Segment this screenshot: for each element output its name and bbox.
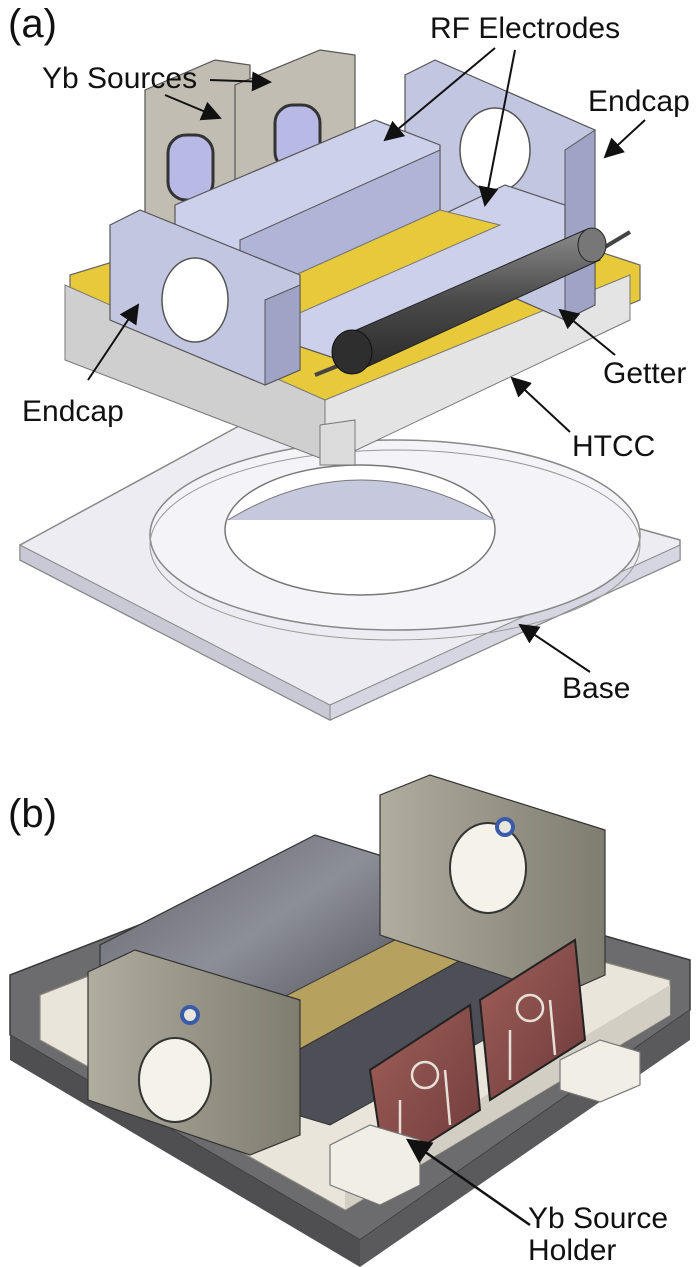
photo-yb-source-holder: [329, 1124, 421, 1206]
panel-a-cad-drawing: (a) Yb Sources RF Electrodes Endcap Endc…: [8, 2, 690, 721]
device-photo: [9, 774, 691, 1267]
callout-arrows: [87, 47, 646, 673]
label-getter: Getter: [603, 357, 687, 390]
cad-drawing: [19, 47, 681, 721]
label-rf-electrodes: RF Electrodes: [430, 12, 621, 45]
photo-screw-left: [180, 1005, 200, 1025]
getter-cylinder: [314, 227, 632, 377]
label-endcap-left: Endcap: [22, 395, 124, 428]
photo-endcap-left-hole: [138, 1037, 212, 1123]
endcap-left: [109, 209, 301, 386]
label-base: Base: [562, 672, 631, 705]
label-yb-source-holder: Yb Source Holder: [528, 1202, 669, 1267]
label-htcc: HTCC: [572, 430, 656, 463]
photo-endcap-right-hole: [449, 822, 527, 914]
base-plate: [19, 419, 681, 721]
label-yb-sources: Yb Sources: [42, 62, 198, 95]
callout-arrow-holder: [405, 1138, 531, 1227]
photo-yb-source-holder-2: [559, 1039, 641, 1103]
label-endcap-right: Endcap: [588, 85, 690, 118]
photo-screw-right: [495, 817, 515, 837]
panel-b-photo: (b) Yb Source Holder: [0, 740, 700, 1267]
photo-yb-source-chips: [368, 938, 587, 1172]
panel-label-b: (b): [8, 792, 57, 836]
panel-label-a: (a): [8, 2, 57, 46]
